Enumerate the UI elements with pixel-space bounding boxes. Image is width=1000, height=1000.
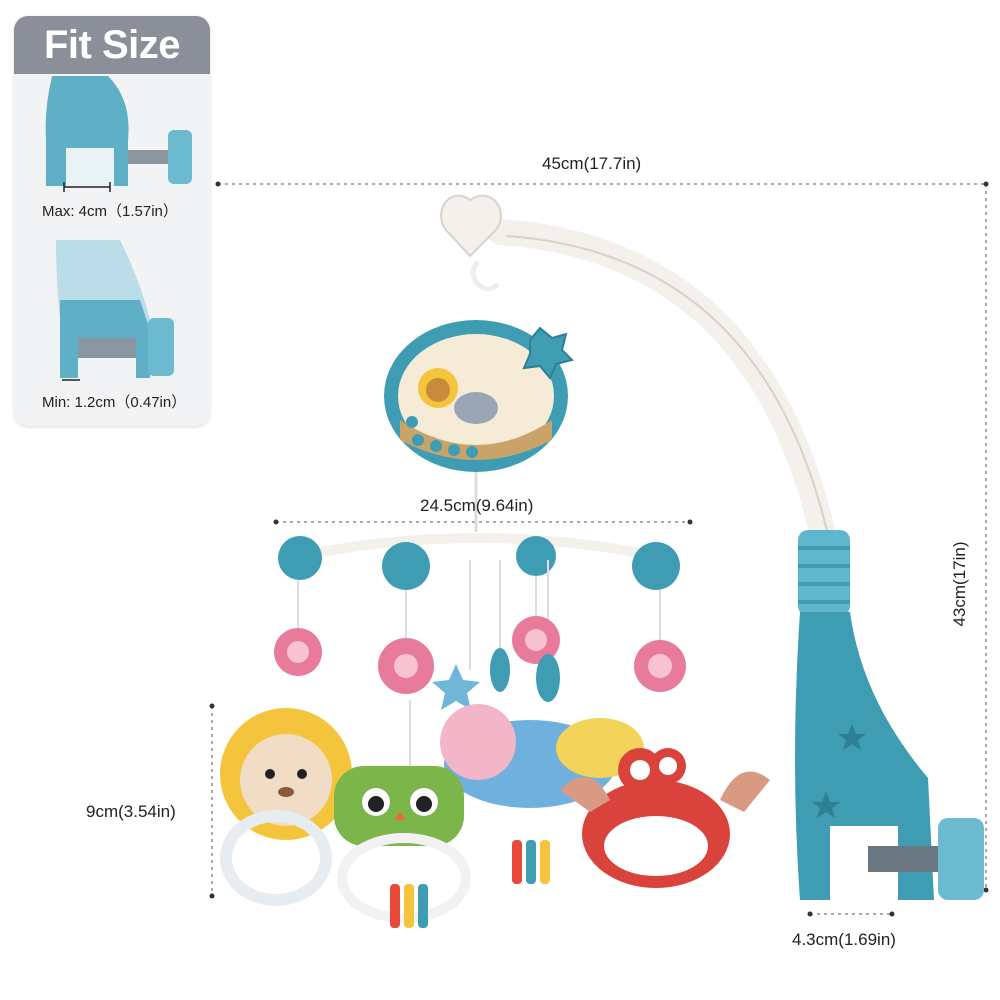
min-size-label: Min: 1.2cm（0.47in）: [42, 394, 187, 411]
height-dimension-label: 43cm(17in): [950, 541, 969, 627]
heart-hook-icon: [440, 194, 502, 258]
crab-toy-icon: [560, 748, 770, 888]
owl-toy-icon: [334, 766, 471, 928]
width-dimension-label: 45cm(17.7in): [542, 154, 642, 173]
star-charm-icon: [432, 664, 480, 710]
clamp-base-icon: [795, 530, 984, 900]
min-clamp-icon: [56, 240, 174, 381]
hanging-crossbar: [295, 533, 661, 561]
mobile-arm: [487, 219, 837, 553]
flower-rattle-icon: [274, 616, 686, 694]
fit-size-title: Fit Size: [14, 16, 210, 74]
max-size-label: Max: 4cm（1.57in）: [42, 203, 178, 220]
toy-height-label: 9cm(3.54in): [86, 802, 176, 821]
beads-rattle-icon: [512, 840, 550, 884]
clamp-width-label: 4.3cm(1.69in): [792, 930, 896, 949]
music-box-icon: [384, 320, 574, 532]
max-clamp-icon: [45, 76, 192, 192]
ring-width-label: 24.5cm(9.64in): [420, 496, 534, 515]
lion-toy-icon: [220, 708, 352, 906]
